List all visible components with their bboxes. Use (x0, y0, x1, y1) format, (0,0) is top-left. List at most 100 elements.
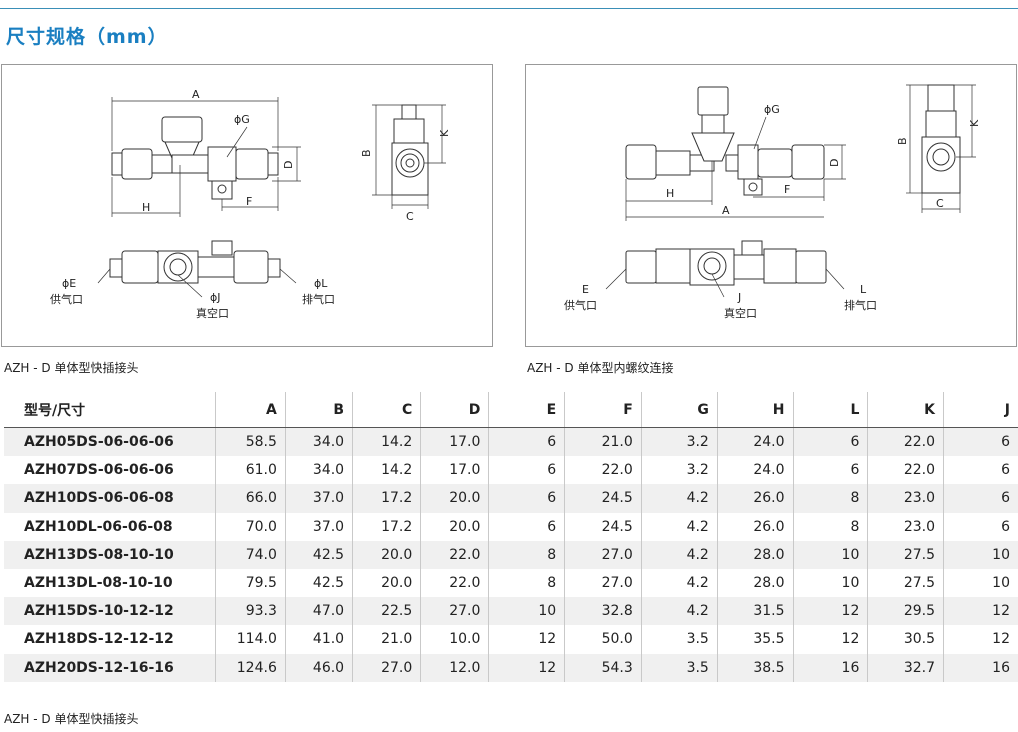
cell-K: 29.5 (867, 597, 944, 626)
cell-J: 6 (943, 512, 1018, 541)
cell-J: 10 (943, 540, 1018, 569)
cell-A: 70.0 (215, 512, 286, 541)
cell-L: 12 (792, 625, 868, 654)
caption-bottom: AZH - D 单体型快插接头 (4, 712, 139, 726)
cell-G: 3.5 (640, 653, 718, 682)
cell-A: 114.0 (215, 625, 286, 654)
dim-H-label-right: H (666, 187, 674, 200)
cell-J: 16 (943, 653, 1018, 682)
cell-D: 22.0 (420, 540, 489, 569)
cell-model: AZH13DS-08-10-10 (4, 540, 216, 569)
cell-C: 21.0 (352, 625, 421, 654)
cell-H: 28.0 (716, 568, 794, 598)
cell-K: 27.5 (867, 568, 944, 598)
cell-F: 27.0 (564, 568, 642, 598)
cell-F: 50.0 (564, 625, 642, 654)
cell-A: 79.5 (215, 568, 286, 598)
dim-G-label-right: ϕG (764, 103, 780, 116)
cell-K: 22.0 (867, 427, 944, 457)
dim-F-label-right: F (784, 183, 790, 196)
cell-K: 23.0 (867, 512, 944, 541)
header-A: A (215, 392, 286, 428)
diagram-quick-connect-drawing: A ϕG H F D B K C (50, 88, 451, 320)
diagram-internal-thread: ϕG H F A D B K C (525, 64, 1017, 347)
cell-D: 17.0 (420, 427, 489, 457)
cell-A: 124.6 (215, 653, 286, 682)
header-model: 型号/尺寸 (4, 392, 216, 428)
cell-C: 22.5 (352, 597, 421, 626)
cell-D: 27.0 (420, 597, 489, 626)
cell-L: 16 (792, 653, 868, 682)
cell-E: 6 (488, 427, 565, 457)
cell-C: 14.2 (352, 456, 421, 485)
cell-L: 6 (792, 427, 868, 457)
cell-E: 6 (488, 456, 565, 485)
header-F: F (564, 392, 642, 428)
exhaust-port-label-right: 排气口 (844, 298, 877, 312)
dim-J-label: ϕJ (210, 291, 221, 304)
cell-C: 20.0 (352, 568, 421, 598)
header-G: G (640, 392, 718, 428)
cell-L: 8 (792, 512, 868, 541)
cell-H: 24.0 (716, 456, 794, 485)
cell-K: 22.0 (867, 456, 944, 485)
cell-H: 31.5 (716, 597, 794, 626)
cell-A: 58.5 (215, 427, 286, 457)
cell-D: 22.0 (420, 568, 489, 598)
cell-model: AZH05DS-06-06-06 (4, 427, 216, 457)
spec-table: 型号/尺寸 A B C D E F G H L K J AZH05DS-06-0… (4, 392, 1018, 682)
diagram-quick-connect: A ϕG H F D B K C (1, 64, 493, 347)
cell-F: 24.5 (564, 512, 642, 541)
cell-G: 4.2 (640, 597, 718, 626)
cell-E: 6 (488, 512, 565, 541)
cell-H: 28.0 (716, 540, 794, 569)
dim-D-label-right: D (828, 159, 841, 167)
dim-L-label-right: L (860, 283, 867, 296)
supply-port-label-right: 供气口 (564, 298, 597, 312)
cell-E: 8 (488, 568, 565, 598)
cell-A: 66.0 (215, 484, 286, 513)
cell-J: 6 (943, 456, 1018, 485)
dim-H-label: H (142, 201, 150, 214)
dim-A-label: A (192, 88, 200, 101)
cell-H: 26.0 (716, 512, 794, 541)
cell-F: 54.3 (564, 653, 642, 682)
diagram-internal-thread-drawing: ϕG H F A D B K C (564, 84, 981, 320)
cell-L: 10 (792, 540, 868, 569)
dim-E-label-right: E (582, 283, 589, 296)
cell-C: 17.2 (352, 512, 421, 541)
cell-B: 34.0 (284, 456, 353, 485)
cell-G: 3.5 (640, 625, 718, 654)
cell-C: 20.0 (352, 540, 421, 569)
cell-A: 74.0 (215, 540, 286, 569)
cell-H: 38.5 (716, 653, 794, 682)
cell-C: 17.2 (352, 484, 421, 513)
cell-F: 24.5 (564, 484, 642, 513)
cell-A: 93.3 (215, 597, 286, 626)
caption-internal-thread: AZH - D 单体型内螺纹连接 (527, 361, 674, 375)
cell-model: AZH13DL-08-10-10 (24, 575, 173, 592)
header-H: H (716, 392, 794, 428)
cell-D: 12.0 (420, 653, 489, 682)
header-E: E (488, 392, 565, 428)
dim-A-label-right: A (722, 204, 730, 217)
cell-H: 24.0 (716, 427, 794, 457)
cell-D: 17.0 (420, 456, 489, 485)
cell-G: 3.2 (640, 427, 718, 457)
cell-C: 27.0 (352, 653, 421, 682)
cell-B: 41.0 (284, 625, 353, 654)
cell-F: 27.0 (564, 540, 642, 569)
dim-C-label: C (406, 210, 414, 223)
cell-E: 8 (488, 540, 565, 569)
exhaust-port-label: 排气口 (302, 292, 335, 306)
dim-L-label: ϕL (314, 277, 328, 290)
cell-F: 22.0 (564, 456, 642, 485)
header-D: D (420, 392, 489, 428)
